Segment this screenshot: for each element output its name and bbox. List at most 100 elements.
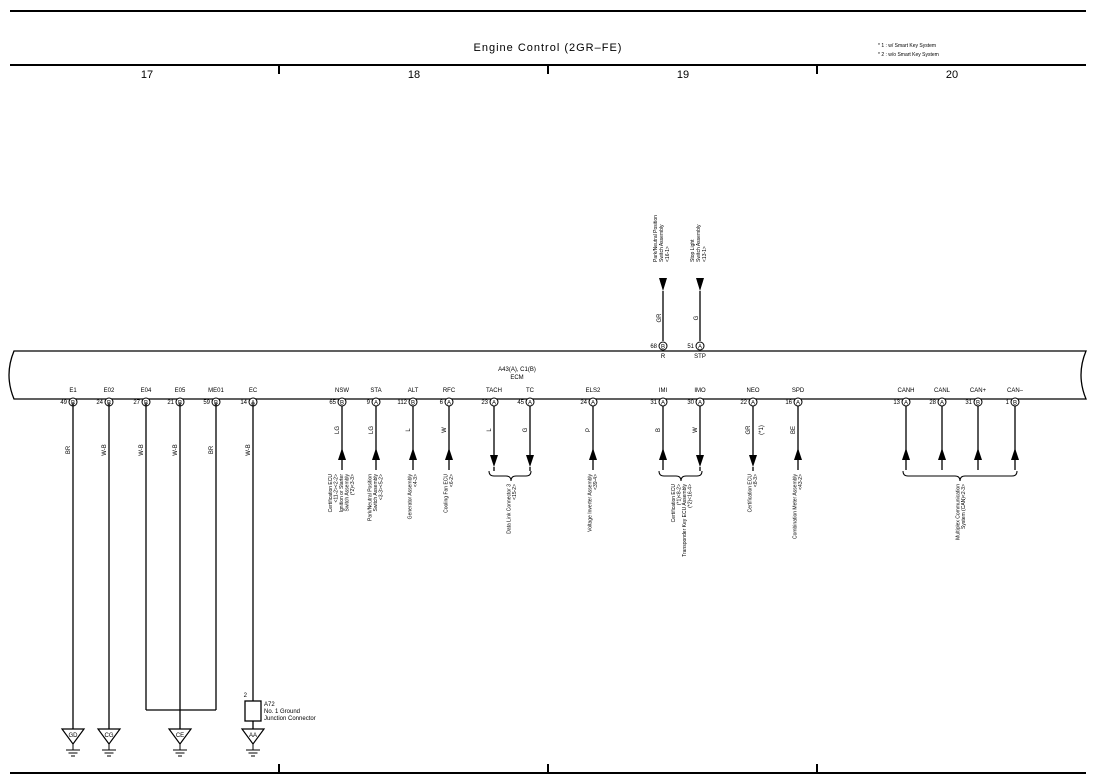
ground-triangle-icon (60, 728, 86, 746)
arrow-up-icon (794, 448, 802, 460)
connector-letter: A (492, 401, 496, 407)
arrow-up-icon (1011, 448, 1019, 460)
connector-letter: A (904, 401, 908, 407)
destination-dlc: Data Link Connector 3<15-2> (506, 484, 518, 534)
svg-text:Stop Light: Stop Light (690, 239, 696, 262)
svg-text:Switch Assembly: Switch Assembly (659, 224, 665, 262)
pin-name: NEO (746, 388, 759, 394)
svg-text:Switch Assembly: Switch Assembly (696, 224, 702, 262)
pin-name: NSW (335, 388, 349, 394)
destination-line: Generator Assembly (407, 474, 413, 520)
ecm-connector-label: A43(A), C1(B) (498, 367, 536, 373)
arrow-down-icon (696, 455, 704, 467)
page-title: Engine Control (2GR–FE) (474, 42, 623, 54)
pin-name: TACH (486, 388, 502, 394)
destination-rfc: Cooling Fan ECU<6-2> (443, 474, 455, 513)
destination-line: (*1)<8-2> (676, 484, 682, 505)
arrow-up-icon (372, 448, 380, 460)
connector-letter: A (374, 401, 378, 407)
can-bracket (902, 470, 1018, 482)
destination-neo: Certification ECU<8-3> (747, 474, 759, 513)
destination-line: <39-4> (593, 474, 599, 490)
destination-spd: Combination Meter Assembly<43-2> (792, 474, 804, 540)
pin-number: 30 (687, 400, 694, 406)
connector-circle (658, 341, 668, 351)
svg-text:<13-1>: <13-1> (702, 246, 708, 262)
legend-note-1: * 1 : w/ Smart Key System (878, 43, 936, 49)
destination-line: Cooling Fan ECU (443, 474, 449, 513)
destination-line: Combination Meter Assembly (792, 474, 798, 540)
connector-letter: A (698, 401, 702, 407)
wire-color: W-B (246, 444, 252, 456)
pin-number: 23 (481, 400, 488, 406)
connector-letter: A (528, 401, 532, 407)
column-number: 20 (946, 69, 958, 81)
pin-number: 31 (650, 400, 657, 406)
destination-alt: Generator Assembly<4-3> (407, 474, 419, 520)
pin-name: ME01 (208, 388, 224, 394)
wire-color: L (406, 428, 412, 432)
destination-line: Switch Assembly (373, 474, 379, 512)
pin-name: EC (249, 388, 258, 394)
connector-letter: A (661, 401, 665, 407)
ecm-name: ECM (510, 375, 523, 381)
ground-gd: GD (60, 728, 86, 757)
pin-number: 59 (203, 400, 210, 406)
wire-color: GR (657, 313, 663, 323)
arrow-up-icon (938, 448, 946, 460)
destination-imm: Certification ECU(*1)<8-2>Transponder Ke… (671, 484, 694, 557)
pin-name: ALT (408, 388, 419, 394)
connector-letter: B (661, 345, 665, 351)
arrow-down-icon (749, 455, 757, 467)
pin-name: R (661, 354, 666, 360)
pin-number: 21 (167, 400, 174, 406)
ground-triangle-icon (240, 728, 266, 746)
destination-line: System (CAN)<2-3> (961, 484, 967, 529)
column-number: 19 (677, 69, 689, 81)
junction-code: A72 (264, 702, 275, 708)
arrow-up-icon (974, 448, 982, 460)
dlc-bracket (488, 470, 532, 482)
connector-letter: B (411, 401, 415, 407)
junction-connector: 2 A72 No. 1 Ground Junction Connector (244, 693, 316, 722)
pin-number: 31 (965, 400, 972, 406)
connector-letter: A (698, 345, 702, 351)
pin-name: SPD (792, 388, 805, 394)
pin-number: 14 (240, 400, 247, 406)
pin-number: 16 (785, 400, 792, 406)
legend-note-2: * 2 : w/o Smart Key System (878, 52, 939, 58)
pin-number: 49 (60, 400, 67, 406)
arrow-up-icon (409, 448, 417, 460)
pin-name: STA (370, 388, 381, 394)
pin-canm: CAN–B1 (1006, 388, 1024, 470)
destination-line: Ignition or Starter (339, 474, 345, 513)
pin-number: 13 (893, 400, 900, 406)
pin-name: RFC (443, 388, 456, 394)
connector-letter: A (796, 401, 800, 407)
destination-line: <11-2><2-2> (334, 474, 340, 503)
junction-pin: 2 (244, 693, 248, 699)
wire-color: GR (746, 425, 752, 435)
destination-label: Park/Neutral Position Switch Assembly <1… (653, 215, 671, 262)
destination-line: Multiplex Communication (955, 484, 961, 540)
ecm-box (8, 350, 1087, 400)
destination-line: <6-2> (449, 474, 455, 487)
junction-line1: No. 1 Ground (264, 709, 300, 715)
destination-line: (*2)<3-3> (350, 474, 356, 495)
wire-color: G (523, 427, 529, 432)
pin-name: IMO (694, 388, 706, 394)
wire-color: BR (66, 445, 72, 454)
arrow-down-icon (526, 455, 534, 467)
pin-number: 51 (687, 344, 694, 350)
connector-circle (695, 341, 705, 351)
